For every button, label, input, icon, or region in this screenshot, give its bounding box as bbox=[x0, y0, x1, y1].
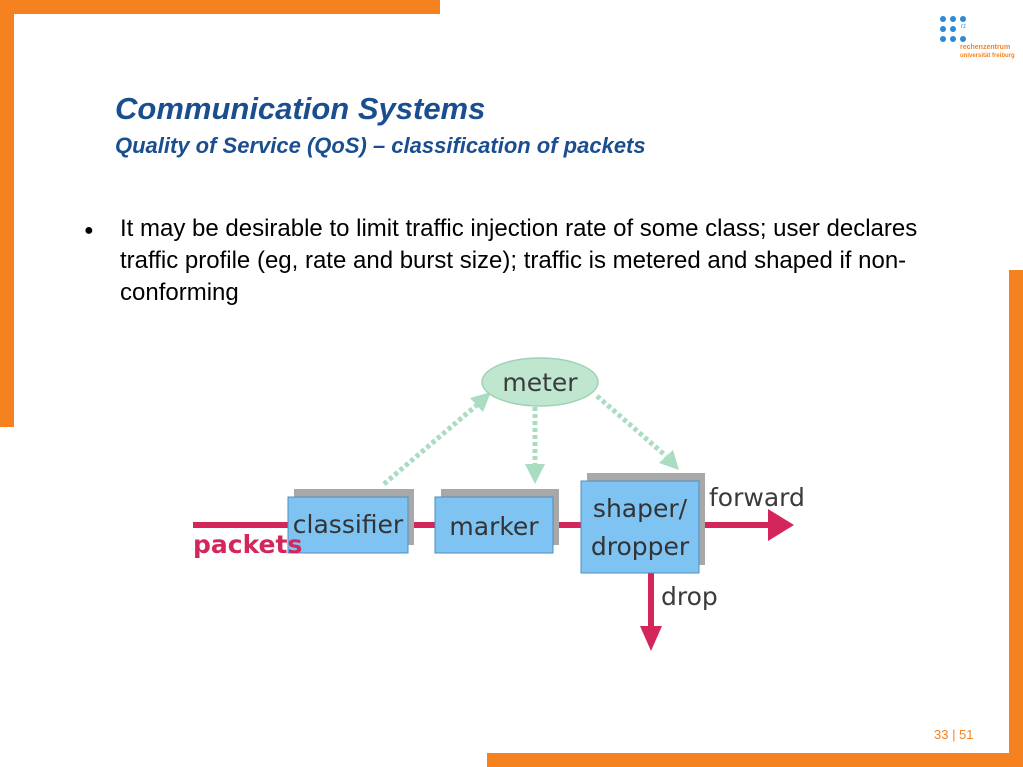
marker-box bbox=[434, 496, 554, 554]
forward-arrowhead bbox=[768, 509, 794, 541]
meter-shaper-arrowhead bbox=[659, 450, 679, 470]
logo-dot bbox=[940, 36, 946, 42]
page-number: 33 | 51 bbox=[934, 727, 974, 742]
classifier-box bbox=[287, 496, 409, 554]
logo-dot bbox=[960, 16, 966, 22]
meter-label: meter bbox=[502, 368, 578, 397]
packets-label: packets bbox=[193, 530, 302, 559]
meter-shaper-link bbox=[595, 394, 668, 458]
meter-classifier-link bbox=[382, 402, 480, 486]
drop-arrowhead bbox=[640, 626, 662, 651]
classifier-label: classifier bbox=[293, 510, 404, 539]
logo-abbrev: rz bbox=[961, 24, 966, 30]
logo-university: universität freiburg bbox=[960, 53, 1015, 59]
logo-dot bbox=[940, 16, 946, 22]
logo-dot bbox=[950, 16, 956, 22]
page-title: Communication Systems bbox=[115, 91, 486, 126]
dropper-label: dropper bbox=[591, 532, 690, 561]
bottom-accent-bar bbox=[487, 753, 1023, 767]
page-subtitle: Quality of Service (QoS) – classificatio… bbox=[115, 133, 646, 158]
drop-label: drop bbox=[661, 582, 718, 611]
meter-node bbox=[481, 357, 599, 407]
meter-marker-arrowhead bbox=[525, 464, 545, 484]
shaper-dropper-box bbox=[580, 480, 700, 574]
bullet-text: It may be desirable to limit traffic inj… bbox=[120, 215, 918, 306]
top-accent-bar bbox=[0, 0, 440, 14]
logo-dot bbox=[950, 26, 956, 32]
logo-dot bbox=[960, 36, 966, 42]
meter-classifier-arrowhead bbox=[470, 392, 491, 412]
logo-name: rechenzentrum bbox=[960, 44, 1011, 51]
forward-label: forward bbox=[709, 483, 805, 512]
left-accent-bar bbox=[0, 0, 14, 427]
right-accent-bar bbox=[1009, 270, 1023, 767]
bullet-icon: ● bbox=[84, 222, 94, 239]
logo-dot bbox=[950, 36, 956, 42]
marker-label: marker bbox=[449, 512, 539, 541]
logo-dot bbox=[940, 26, 946, 32]
university-logo bbox=[940, 14, 1020, 74]
shaper-label: shaper/ bbox=[593, 494, 688, 523]
